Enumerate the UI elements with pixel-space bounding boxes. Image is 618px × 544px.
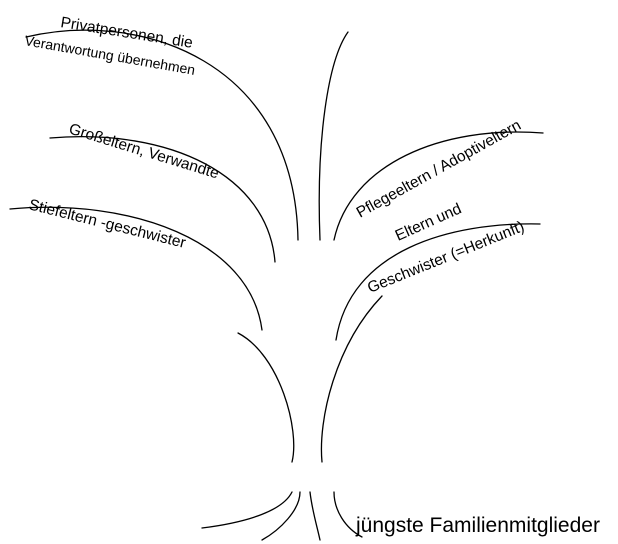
branch-center-shoot — [318, 31, 349, 241]
branch-privatpersonen — [25, 29, 299, 241]
branch-grosseltern — [49, 136, 276, 263]
branch-pflegeeltern — [333, 131, 544, 241]
branch-eltern — [335, 223, 541, 341]
branch-stiefeltern — [9, 206, 263, 331]
label-grosseltern: Großeltern, Verwandte — [67, 121, 221, 183]
trunk-right-line — [320, 295, 383, 463]
label-root: jüngste Familienmitglieder — [355, 514, 600, 537]
label-stiefeltern: Stiefeltern -geschwister — [27, 196, 187, 251]
trunk-left-line — [237, 332, 295, 463]
root-right — [333, 491, 363, 538]
label-eltern-line2: Geschwister (=Herkunft) — [365, 218, 527, 297]
label-pflegeeltern: Pflegeeltern / Adoptiveltern — [354, 117, 524, 222]
root-center-right — [309, 491, 321, 541]
label-eltern-line1: Eltern und — [393, 200, 464, 244]
root-center-left — [261, 491, 301, 541]
root-left — [201, 491, 293, 529]
